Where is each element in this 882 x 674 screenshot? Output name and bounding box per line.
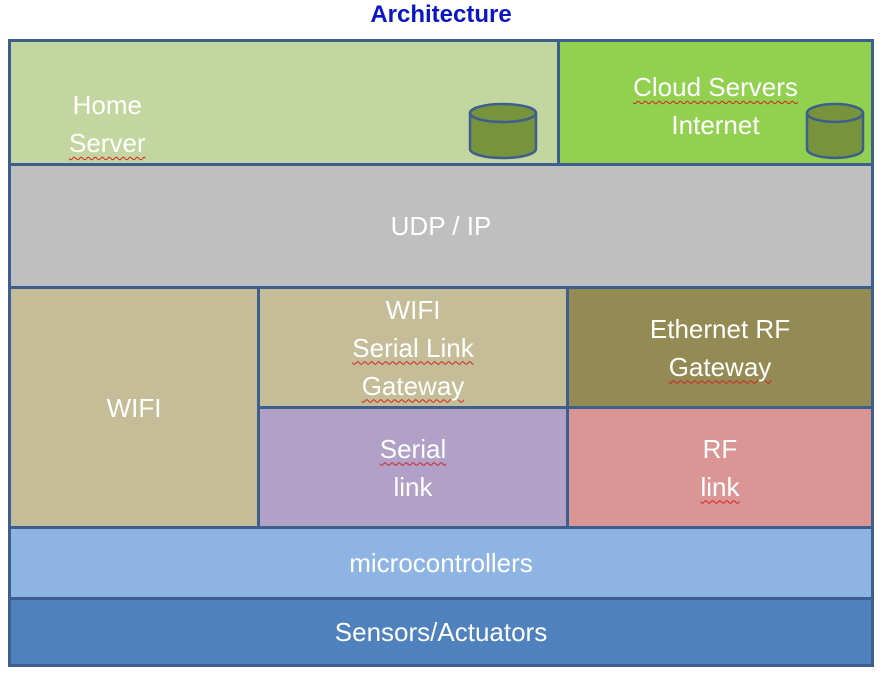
architecture-stack: Home Server Cloud Servers Internet UDP /… (8, 39, 874, 667)
rf-link-layer: RF link (569, 409, 871, 526)
serial-link-word1: Serial (379, 433, 447, 464)
home-server-label-word2: Server (69, 128, 146, 158)
wifi-layer: WIFI (11, 289, 257, 526)
serial-link-word2: link (393, 471, 433, 502)
sensors-actuators-layer: Sensors/Actuators (11, 600, 871, 664)
home-server-label-word1: Home (72, 90, 142, 120)
ethernet-rf-gateway-layer: Ethernet RF Gateway (569, 289, 871, 406)
microcontrollers-layer: microcontrollers (11, 529, 871, 597)
database-icon (468, 102, 538, 160)
internet-label: Internet (671, 110, 760, 140)
diagram-title: Architecture (370, 1, 512, 28)
home-server-layer: Home Server (11, 42, 557, 163)
microcontrollers-label: microcontrollers (349, 548, 533, 578)
wifi-label: WIFI (106, 392, 162, 423)
cloud-servers-label: Cloud Servers (633, 72, 798, 102)
rf-link-word1: RF (702, 433, 738, 464)
rf-link-word2: link (700, 471, 740, 502)
wifi-serial-gateway-line2: Gateway (361, 370, 465, 401)
ethernet-rf-gateway-line1: Ethernet RF (649, 313, 791, 344)
ethernet-rf-gateway-line2: Gateway (668, 351, 772, 382)
wifi-serial-gateway-word1: WIFI (385, 294, 441, 325)
udp-ip-layer: UDP / IP (11, 166, 871, 286)
serial-link-layer: Serial link (260, 409, 566, 526)
wifi-serial-gateway-word2: Serial Link (352, 332, 474, 363)
sensors-actuators-label: Sensors/Actuators (334, 617, 548, 647)
udp-ip-label: UDP / IP (390, 211, 492, 241)
database-icon (805, 102, 865, 160)
wifi-serial-gateway-layer: WIFI Serial Link Gateway (260, 289, 566, 406)
